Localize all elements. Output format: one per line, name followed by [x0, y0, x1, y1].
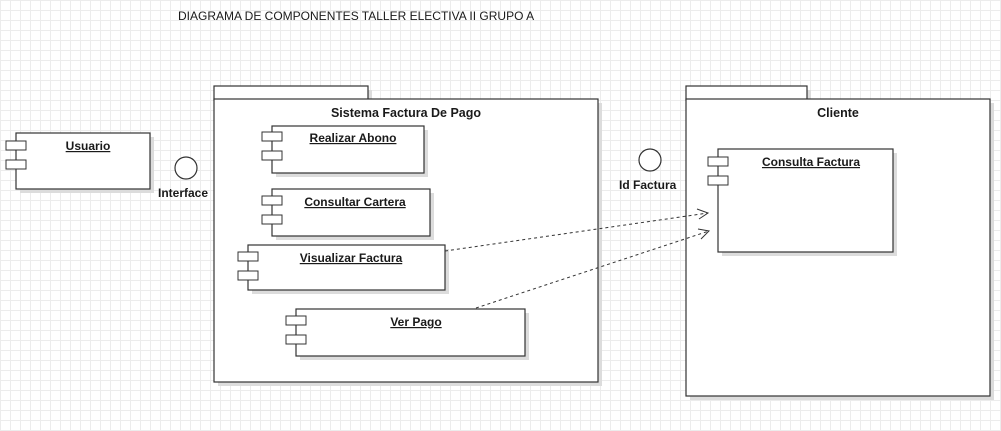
interface-label: Interface — [158, 186, 208, 200]
component-realizar-abono[interactable]: Realizar Abono — [261, 125, 428, 177]
dependency-visualizar-to-consulta[interactable] — [444, 208, 710, 252]
arrowhead-icon — [697, 228, 711, 240]
component-port-icon — [261, 214, 283, 225]
interface-circle-icon — [174, 156, 198, 180]
package-tab — [685, 85, 808, 101]
interface-circle-icon — [638, 148, 662, 172]
component-port-icon — [261, 195, 283, 206]
arrowhead-icon — [696, 208, 710, 220]
component-label: Consulta Factura — [762, 155, 860, 169]
component-consultar-cartera[interactable]: Consultar Cartera — [261, 188, 434, 240]
component-ver-pago[interactable]: Ver Pago — [285, 308, 529, 360]
component-port-icon — [237, 251, 259, 262]
component-port-icon — [261, 150, 283, 161]
component-label: Consultar Cartera — [304, 195, 406, 209]
interface-id-factura[interactable]: Id Factura — [619, 148, 677, 192]
dependency-verpago-to-consulta[interactable] — [475, 228, 711, 309]
component-port-icon — [285, 315, 307, 326]
component-label: Visualizar Factura — [300, 251, 403, 265]
component-consulta-factura[interactable]: Consulta Factura — [707, 148, 897, 256]
component-label: Usuario — [66, 139, 111, 153]
component-port-icon — [261, 131, 283, 142]
component-port-icon — [237, 270, 259, 281]
component-port-icon — [5, 140, 27, 151]
component-port-icon — [707, 156, 729, 167]
component-visualizar-factura[interactable]: Visualizar Factura — [237, 244, 449, 294]
component-port-icon — [5, 159, 27, 170]
component-port-icon — [285, 334, 307, 345]
diagram-title: DIAGRAMA DE COMPONENTES TALLER ELECTIVA … — [178, 9, 534, 23]
component-label: Realizar Abono — [310, 131, 397, 145]
package-tab — [213, 85, 369, 101]
component-label: Ver Pago — [390, 315, 441, 329]
package-label: Sistema Factura De Pago — [331, 106, 481, 120]
interface-lollipop[interactable]: Interface — [158, 156, 208, 200]
interface-label: Id Factura — [619, 178, 677, 192]
package-label: Cliente — [817, 106, 859, 120]
component-usuario[interactable]: Usuario — [5, 132, 154, 193]
component-port-icon — [707, 175, 729, 186]
